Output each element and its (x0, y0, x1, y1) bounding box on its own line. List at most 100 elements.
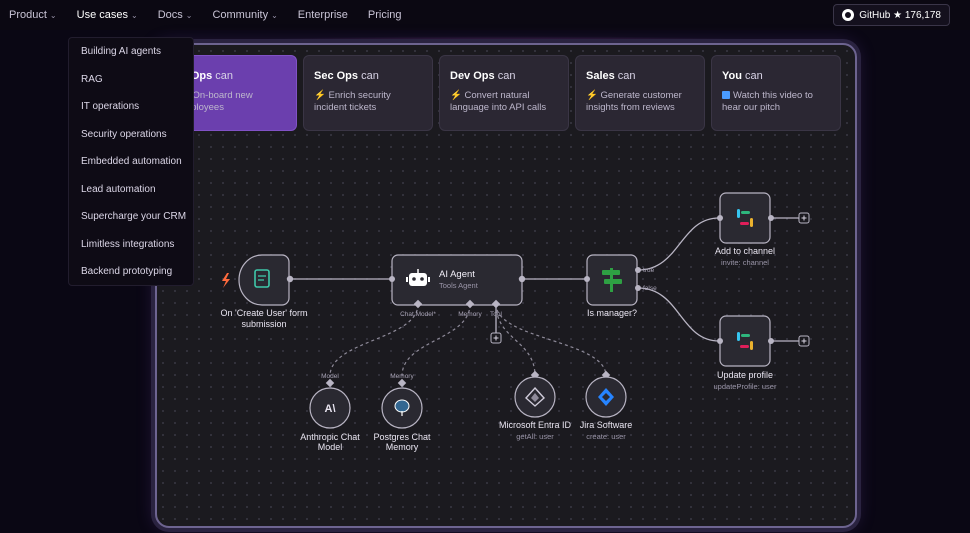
github-button[interactable]: GitHub ★ 176,178 (833, 4, 950, 26)
bolt-icon: ⚡ (314, 90, 326, 101)
port-label-chat-model: Chat Model* (400, 311, 436, 318)
menu-item-lead-automation[interactable]: Lead automation (81, 183, 156, 195)
nav-pricing-label: Pricing (367, 9, 402, 21)
input-port[interactable] (325, 378, 335, 388)
nav-product[interactable]: Product⌄ (9, 9, 57, 21)
node-jira[interactable]: Jira Software create: user (580, 370, 633, 441)
slack-icon (737, 332, 753, 350)
bolt-icon: ⚡ (586, 90, 598, 101)
card-title: Sales can (586, 70, 694, 82)
anthropic-node-circle (309, 387, 351, 429)
memory-port[interactable] (465, 299, 475, 309)
card-team: You (722, 70, 742, 82)
bolt-icon: ⚡ (450, 90, 462, 101)
card-desc-line2: incident tickets (314, 102, 377, 113)
card-desc-line1: Watch this video to (733, 90, 813, 101)
nav-community-label: Community (212, 9, 269, 21)
add-node-button[interactable] (798, 212, 810, 224)
card-suffix: can (614, 70, 636, 82)
true-port[interactable] (635, 267, 641, 273)
nav-docs[interactable]: Docs⌄ (158, 9, 193, 21)
menu-item-rag[interactable]: RAG (81, 73, 103, 85)
card-suffix: can (358, 70, 379, 82)
node-if[interactable]: true false Is manager? (584, 254, 657, 318)
slack-node-box (719, 315, 771, 367)
github-icon (842, 9, 855, 21)
card-desc-line2: insights from reviews (586, 102, 675, 113)
agent-subtitle: Tools Agent (439, 281, 479, 290)
menu-item-embedded-automation[interactable]: Embedded automation (81, 156, 182, 167)
anthropic-label-1: Anthropic Chat (300, 432, 360, 442)
node-anthropic[interactable]: Model A\ Anthropic Chat Model (300, 373, 360, 452)
postgres-conn-label: Memory (390, 373, 414, 380)
input-port[interactable] (397, 378, 407, 388)
output-port[interactable] (768, 215, 774, 221)
node-postgres[interactable]: Memory Postgres Chat Memory (373, 373, 431, 452)
add-node-button[interactable] (798, 335, 810, 347)
nav-enterprise[interactable]: Enterprise (298, 9, 348, 21)
input-port[interactable] (584, 276, 590, 282)
menu-item-it-operations[interactable]: IT operations (81, 101, 140, 112)
nav-pricing[interactable]: Pricing (368, 9, 402, 21)
bolt-icon (222, 273, 230, 288)
slack-node-box (719, 192, 771, 244)
node-update-profile[interactable]: Update profile updateProfile: user (714, 315, 777, 391)
nav-docs-label: Docs (157, 9, 183, 21)
node-trigger[interactable]: On 'Create User' form submission (221, 254, 308, 329)
nav-community[interactable]: Community⌄ (212, 9, 277, 21)
menu-item-security-operations[interactable]: Security operations (81, 128, 167, 140)
chat-model-port[interactable] (413, 299, 423, 309)
slack-icon (737, 209, 753, 227)
nav-use-cases[interactable]: Use cases⌄ (77, 9, 138, 21)
menu-item-backend-prototyping[interactable]: Backend prototyping (81, 266, 173, 277)
top-nav: Product⌄ Use cases⌄ Docs⌄ Community⌄ Ent… (0, 0, 970, 30)
card-desc-line2: employees (178, 102, 224, 113)
postgres-label-2: Memory (386, 442, 419, 452)
slack1-label: Add to channel (715, 246, 775, 256)
menu-item-building-ai-agents[interactable]: Building AI agents (81, 46, 162, 57)
add-tool-button[interactable] (490, 332, 502, 344)
plus-icon (801, 338, 807, 344)
node-add-to-channel[interactable]: Add to channel invite: channel (715, 192, 775, 267)
chevron-down-icon: ⌄ (185, 10, 193, 20)
output-port[interactable] (768, 338, 774, 344)
slack2-label: Update profile (717, 370, 773, 380)
anthropic-icon: A\ (325, 403, 336, 415)
port-label-tool: Tool (490, 311, 502, 318)
anthropic-conn-label: Model (321, 373, 339, 380)
menu-item-limitless-integrations[interactable]: Limitless integrations (81, 238, 175, 250)
true-label: true (643, 267, 655, 274)
tool-port[interactable] (491, 299, 501, 309)
nav-enterprise-label: Enterprise (297, 9, 348, 21)
card-suffix: can (741, 70, 763, 82)
elephant-icon (394, 399, 410, 416)
main-connections (290, 217, 799, 342)
port-label-memory: Memory (458, 311, 482, 318)
input-port[interactable] (717, 215, 723, 221)
node-entra[interactable]: Microsoft Entra ID getAll: user (499, 370, 572, 441)
output-port[interactable] (286, 275, 294, 283)
card-desc-line1: Convert natural (464, 90, 530, 101)
input-port[interactable] (389, 276, 395, 282)
anthropic-label-2: Model (318, 442, 343, 452)
card-desc-line1: Generate customer (600, 90, 682, 101)
form-icon (254, 269, 270, 288)
output-port[interactable] (518, 275, 526, 283)
connection-tool-jira (495, 303, 607, 377)
node-ai-agent[interactable]: AI Agent Tools Agent Chat Model* Memory … (389, 254, 526, 318)
input-port[interactable] (717, 338, 723, 344)
connection-chat-model (329, 303, 419, 377)
connection-true-add (637, 217, 720, 271)
false-port[interactable] (635, 285, 641, 291)
menu-item-supercharge-crm[interactable]: Supercharge your CRM (81, 211, 187, 222)
slack1-sub: invite: channel (721, 258, 769, 267)
card-suffix: can (494, 70, 516, 82)
chevron-down-icon: ⌄ (271, 10, 278, 20)
